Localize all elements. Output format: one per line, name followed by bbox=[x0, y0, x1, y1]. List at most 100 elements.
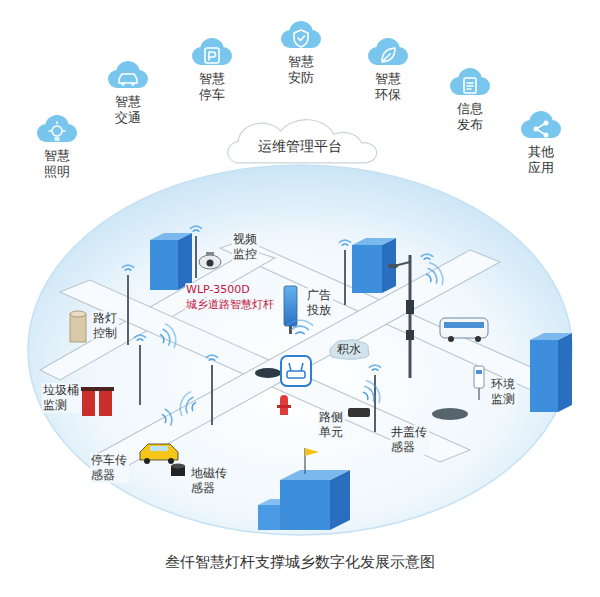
app-cloud: 信息发布 bbox=[445, 65, 495, 134]
cloud-icon bbox=[382, 48, 395, 62]
platform-cloud-shape bbox=[228, 120, 377, 163]
callout-label: WLP-3500D bbox=[185, 283, 251, 297]
cloud-icon bbox=[205, 48, 219, 63]
parking-icon bbox=[209, 52, 216, 60]
callout-label: 广告投放 bbox=[306, 288, 333, 318]
lamp-pole bbox=[195, 236, 197, 278]
signal-arc bbox=[165, 408, 174, 425]
signal-arc bbox=[287, 320, 312, 325]
signal-arcs bbox=[287, 320, 312, 334]
app-label: 智慧照明 bbox=[44, 148, 71, 181]
callout-label: 停车传感器 bbox=[90, 453, 129, 483]
callout-label: 环境监测 bbox=[490, 377, 517, 407]
platform-cloud: 运维管理平台 bbox=[215, 116, 385, 168]
callout-label: 垃圾桶监测 bbox=[42, 383, 81, 413]
share-icon bbox=[536, 123, 546, 135]
cloud-shape bbox=[445, 65, 495, 99]
car-icon bbox=[131, 82, 135, 86]
lamp-pole bbox=[344, 250, 346, 305]
cloud-shape bbox=[32, 112, 82, 146]
signal-arc bbox=[209, 359, 215, 360]
cloud-icon bbox=[294, 30, 308, 47]
signal-arcs bbox=[359, 378, 383, 407]
platform-text-wrap: 运维管理平台 bbox=[215, 116, 385, 155]
app-label: 智慧停车 bbox=[199, 71, 226, 104]
hydrant bbox=[277, 395, 291, 415]
cloud-shape bbox=[103, 58, 153, 92]
signal-arc bbox=[430, 260, 447, 284]
trash-bins bbox=[80, 387, 114, 416]
puddle-label: 积水 bbox=[337, 342, 361, 356]
signal-arc bbox=[372, 369, 378, 370]
cloud-body bbox=[108, 61, 148, 88]
router-icon bbox=[281, 356, 311, 386]
shield-icon bbox=[298, 36, 305, 41]
lamp-pole bbox=[374, 375, 376, 432]
signal-arc bbox=[292, 326, 309, 329]
app-cloud: 智慧照明 bbox=[32, 112, 82, 181]
signal-arc bbox=[206, 355, 217, 357]
buildings bbox=[150, 233, 572, 530]
signal-arc bbox=[125, 269, 131, 270]
signal-arcs bbox=[122, 265, 133, 270]
manhole bbox=[255, 368, 281, 378]
cloud-body bbox=[450, 68, 490, 95]
lamp-pole bbox=[127, 275, 129, 345]
bus bbox=[440, 318, 488, 342]
taxi bbox=[140, 444, 178, 464]
cloud-icon bbox=[464, 78, 476, 93]
signal-arcs bbox=[190, 226, 201, 231]
signal-arc bbox=[339, 240, 350, 242]
app-label: 智慧环保 bbox=[375, 71, 402, 104]
signal-arc bbox=[369, 365, 380, 367]
signal-arc bbox=[177, 390, 190, 415]
signal-arcs bbox=[369, 365, 380, 370]
caption: 叁仟智慧灯杆支撑城乡数字化发展示意图 bbox=[165, 553, 435, 571]
signal-arc bbox=[428, 267, 439, 283]
platform-label: 运维管理平台 bbox=[258, 138, 342, 154]
signal-arc bbox=[364, 391, 370, 399]
signal-arc bbox=[184, 396, 193, 413]
cloud-part bbox=[377, 53, 399, 65]
roadside-unit bbox=[348, 408, 370, 417]
cloud-body bbox=[521, 111, 561, 138]
signal-arcs bbox=[421, 254, 432, 259]
callout-label: 城乡道路智慧灯杆 bbox=[185, 298, 275, 312]
cloud-shape bbox=[276, 18, 326, 52]
signal-arcs bbox=[158, 322, 179, 350]
app-label: 智慧交通 bbox=[115, 94, 142, 127]
signal-arc bbox=[342, 244, 348, 245]
cloud-body bbox=[192, 38, 232, 65]
callout-label: 路灯控制 bbox=[92, 311, 119, 341]
callout-label: 地磁传感器 bbox=[190, 466, 229, 496]
cloud-body bbox=[281, 21, 321, 48]
document-icon bbox=[467, 83, 473, 89]
app-label: 智慧安防 bbox=[288, 54, 315, 87]
puddle-cloud: 积水 bbox=[326, 337, 372, 361]
cloud-body bbox=[368, 38, 408, 65]
signal-arc bbox=[166, 322, 179, 347]
signal-arc bbox=[137, 339, 143, 340]
cloud-shape bbox=[516, 108, 566, 142]
app-cloud: 智慧环保 bbox=[363, 35, 413, 104]
app-cloud: 智慧安防 bbox=[276, 18, 326, 87]
manhole bbox=[432, 408, 468, 420]
app-cloud: 智慧交通 bbox=[103, 58, 153, 127]
cloud-shape bbox=[187, 35, 237, 69]
car-icon bbox=[121, 82, 125, 86]
car-icon bbox=[119, 74, 137, 83]
app-label: 信息发布 bbox=[457, 101, 484, 134]
callout-label: 路侧单元 bbox=[318, 410, 345, 440]
signal-arc bbox=[367, 378, 384, 402]
signal-arcs bbox=[339, 240, 350, 245]
cloud-icon bbox=[49, 122, 65, 140]
environment-monitor bbox=[474, 366, 484, 400]
signal-arc bbox=[122, 265, 133, 267]
callout-label: 井盖传感器 bbox=[390, 425, 429, 455]
cloud-body bbox=[37, 115, 77, 142]
dome bbox=[28, 165, 572, 535]
signal-arc bbox=[427, 273, 433, 281]
parking-icon bbox=[205, 48, 219, 63]
